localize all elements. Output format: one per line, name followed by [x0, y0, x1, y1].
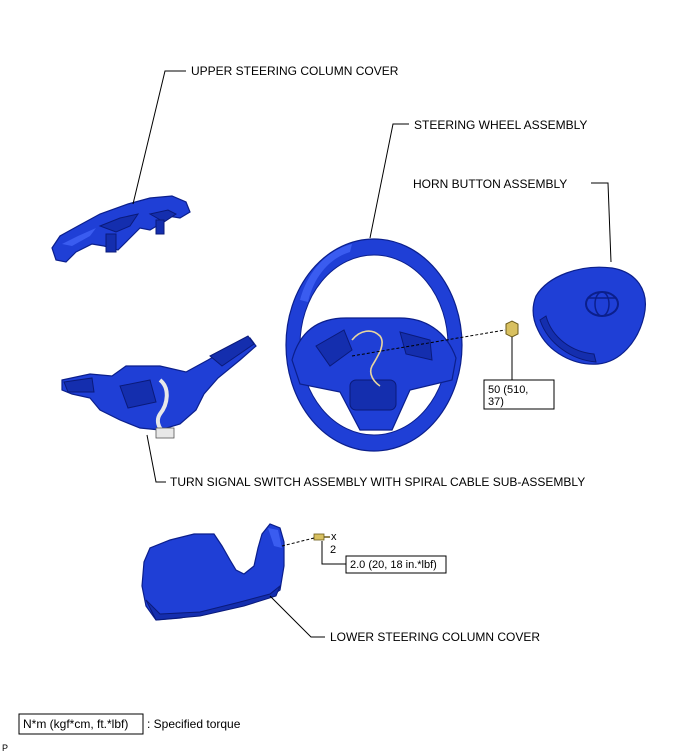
wheel-nut [505, 320, 519, 380]
upper-cover-label: UPPER STEERING COLUMN COVER [191, 64, 399, 78]
legend-description: : Specified torque [147, 717, 241, 731]
wheel-nut-torque-box [483, 379, 555, 410]
screw-torque-leader [321, 541, 346, 565]
upper-steering-column-cover [51, 195, 191, 263]
steering-wheel-leader [369, 123, 409, 239]
screw [313, 533, 330, 541]
horn-button-leader [591, 182, 612, 263]
screw-dashed-line [281, 537, 315, 547]
screw-torque-box [345, 555, 447, 574]
lower-cover-label: LOWER STEERING COLUMN COVER [330, 630, 540, 644]
steering-wheel-label: STEERING WHEEL ASSEMBLY [414, 118, 587, 132]
corner-mark: P [2, 743, 8, 753]
wheel-axis-dashed-line [351, 329, 506, 357]
legend-units: N*m (kgf*cm, ft.*lbf) [23, 717, 128, 731]
screw-quantity-count: 2 [330, 544, 336, 556]
legend-units-box [18, 713, 144, 735]
horn-button-assembly [532, 266, 646, 365]
lower-cover-leader [269, 595, 325, 638]
horn-button-label: HORN BUTTON ASSEMBLY [413, 177, 567, 191]
turn-signal-leader [146, 434, 166, 483]
turn-signal-label: TURN SIGNAL SWITCH ASSEMBLY WITH SPIRAL … [170, 475, 585, 489]
turn-signal-switch-assembly [61, 335, 257, 439]
screw-torque-label: 2.0 (20, 18 in.*lbf) [350, 559, 437, 571]
wheel-nut-torque-line1: 50 (510, [488, 384, 528, 396]
wheel-nut-torque-line2: 37) [488, 396, 504, 408]
steering-wheel-assembly [285, 238, 463, 452]
upper-cover-leader [132, 70, 186, 205]
screw-quantity-x: x [331, 531, 337, 543]
lower-steering-column-cover [141, 523, 285, 621]
